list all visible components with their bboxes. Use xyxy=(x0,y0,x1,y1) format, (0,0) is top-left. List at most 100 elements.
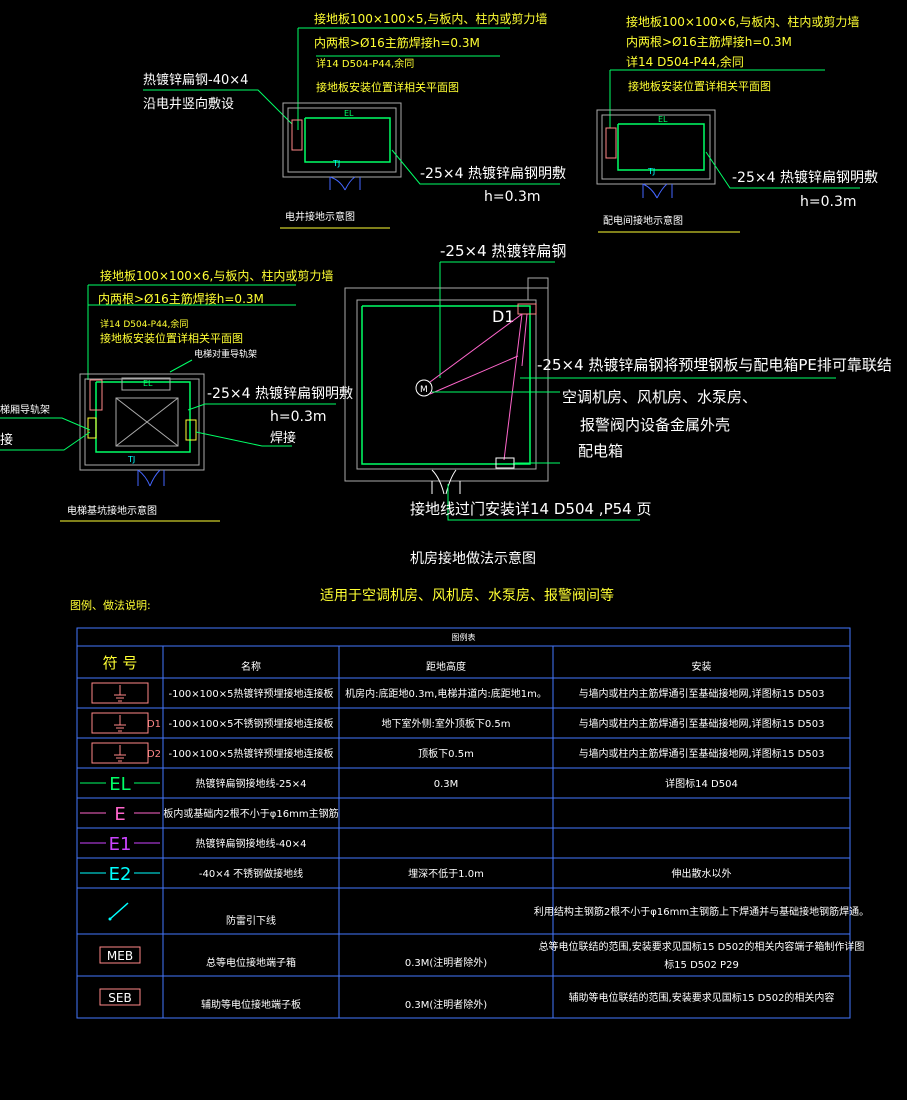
bond-line xyxy=(521,313,528,367)
row-height: 埋深不低于1.0m xyxy=(408,867,484,880)
elevator-note-1: 接地板100×100×6,与板内、柱内或剪力墙 xyxy=(100,268,333,283)
machine-wall-inner xyxy=(356,299,537,470)
power-note-3: 详14 D504-P44,余同 xyxy=(626,54,744,69)
ground-loop xyxy=(361,305,531,465)
machine-right-label-2: 空调机房、风机房、水泵房、 xyxy=(562,388,757,406)
leader-line xyxy=(391,149,560,185)
elevator-note-4: 接地板安装位置详相关平面图 xyxy=(100,331,243,345)
row-install: 标15 D502 P29 xyxy=(664,959,739,971)
shaft-right-label-1: -25×4 热镀锌扁钢明敷 xyxy=(420,165,566,182)
table-border xyxy=(76,627,851,1019)
ground-loop xyxy=(304,117,391,163)
header-2: 距地高度 xyxy=(426,660,466,673)
terminal-box-tag: SEB xyxy=(108,991,131,1005)
el-tag: EL xyxy=(143,379,153,388)
ground-plate-icon xyxy=(291,119,303,151)
row-name: 防雷引下线 xyxy=(226,914,276,927)
row-name: -100×100×5热镀锌预埋接地连接板 xyxy=(169,747,334,760)
header-symbol: 符 号 xyxy=(103,654,138,672)
el-tag: EL xyxy=(344,109,354,118)
power-note-1: 接地板100×100×6,与板内、柱内或剪力墙 xyxy=(626,14,859,29)
shaft-note-2: 内两根>Ø16主筋焊接h=0.3M xyxy=(314,35,480,50)
power-right-label-1: -25×4 热镀锌扁钢明敷 xyxy=(732,169,878,186)
power-note-2: 内两根>Ø16主筋焊接h=0.3M xyxy=(626,34,792,49)
row-height: 0.3M(注明者除外) xyxy=(405,956,487,969)
row-height: 0.3M(注明者除外) xyxy=(405,998,487,1011)
counterweight-rail xyxy=(121,377,171,391)
tj-tag: TJ xyxy=(647,167,655,176)
shaft-wall-inner xyxy=(287,107,397,173)
power-note-4: 接地板安装位置详相关平面图 xyxy=(628,79,771,93)
elevator-right-label-3: 焊接 xyxy=(270,430,296,446)
motor-icon xyxy=(415,379,433,397)
machine-subcaption: 适用于空调机房、风机房、水泵房、报警阀间等 xyxy=(320,587,614,604)
row-install: 与墙内或柱内主筋焊通引至基础接地网,详图标15 D503 xyxy=(579,747,825,760)
downconductor-dot xyxy=(108,917,112,921)
table-title: 图例表 xyxy=(452,632,476,642)
machine-right-label-1: -25×4 热镀锌扁钢将预埋钢板与配电箱PE排可靠联结 xyxy=(537,356,892,374)
power-wall-outer xyxy=(596,109,716,185)
machine-door-note: 接地线过门安装详14 D504 ,P54 页 xyxy=(410,500,651,518)
elevator-note-3: 详14 D504-P44,余同 xyxy=(100,318,188,330)
rail-bracket xyxy=(87,417,97,439)
row-height: 地下室外侧:室外顶板下0.5m xyxy=(381,717,510,730)
door-icon xyxy=(137,469,165,487)
legend-section: 图例、做法说明: 图例表符 号名称距地高度安装-100×100×5热镀锌预埋接地… xyxy=(70,598,869,1019)
elevator-left-label-2: 接 xyxy=(0,432,13,448)
power-wall-inner xyxy=(601,114,711,180)
row-name: 热镀锌扁钢接地线-25×4 xyxy=(195,777,306,790)
row-install: 与墙内或柱内主筋焊通引至基础接地网,详图标15 D503 xyxy=(579,687,825,700)
elevator-wall-inner xyxy=(84,378,200,466)
leader-line xyxy=(447,484,640,521)
leader-line xyxy=(705,151,860,189)
row-install: 辅助等电位联结的范围,安装要求见国标15 D502的相关内容 xyxy=(569,991,835,1004)
panel-box-icon xyxy=(495,457,515,469)
shaft-left-label-2: 沿电井竖向敷设 xyxy=(143,96,234,112)
terminal-box-icon xyxy=(99,988,141,1006)
row-name: 辅助等电位接地端子板 xyxy=(201,998,301,1011)
plate-tag: D1 xyxy=(147,719,161,730)
elevator-caption: 电梯基坑接地示意图 xyxy=(67,504,157,517)
shaft-wall-outer xyxy=(282,102,402,178)
power-right-label-2: h=0.3m xyxy=(800,194,857,210)
line-tag: E2 xyxy=(109,864,132,885)
ground-plate-icon xyxy=(605,127,617,159)
bond-line xyxy=(429,355,519,395)
legend-heading: 图例、做法说明: xyxy=(70,598,151,612)
machine-caption: 机房接地做法示意图 xyxy=(410,550,536,567)
row-name: 热镀锌扁钢接地线-40×4 xyxy=(195,837,306,850)
leader-line xyxy=(169,359,193,373)
motor-tag: M xyxy=(420,385,428,395)
ground-loop xyxy=(95,381,191,453)
power-room-diagram: 接地板100×100×6,与板内、柱内或剪力墙 内两根>Ø16主筋焊接h=0.3… xyxy=(596,14,878,233)
power-caption: 配电间接地示意图 xyxy=(603,214,683,227)
row-name: -100×100×5热镀锌预埋接地连接板 xyxy=(169,687,334,700)
shaft-caption: 电井接地示意图 xyxy=(285,210,355,223)
row-install: 与墙内或柱内主筋焊通引至基础接地网,详图标15 D503 xyxy=(579,717,825,730)
shaft-diagram: 接地板100×100×5,与板内、柱内或剪力墙 内两根>Ø16主筋焊接h=0.3… xyxy=(143,11,566,229)
terminal-box-icon xyxy=(99,946,141,964)
leader-line xyxy=(0,417,91,431)
elevator-left-label-1: 梯厢导轨架 xyxy=(0,403,50,416)
leader-line xyxy=(143,89,293,125)
shaft-note-3: 详14 D504-P44,余同 xyxy=(316,57,414,70)
row-install: 详图标14 D504 xyxy=(665,777,738,790)
elevator-right-label-1: -25×4 热镀锌扁钢明敷 xyxy=(207,385,353,402)
shaft-note-1: 接地板100×100×5,与板内、柱内或剪力墙 xyxy=(314,11,547,26)
car-cross xyxy=(115,397,179,447)
plate-tag: D2 xyxy=(147,749,161,760)
row-name: -100×100×5不锈钢预埋接地连接板 xyxy=(169,717,334,730)
row-height: 顶板下0.5m xyxy=(418,747,474,760)
ground-plate-icon xyxy=(91,742,149,764)
header-3: 安装 xyxy=(692,660,712,673)
ground-plate-icon xyxy=(91,712,149,734)
row-install: 利用结构主钢筋2根不小于φ16mm主钢筋上下焊通并与基础接地钢筋焊通。 xyxy=(534,905,869,918)
line-tag: E1 xyxy=(109,834,132,855)
elevator-rail-label: 电梯对重导轨架 xyxy=(194,348,257,360)
row-name: 总等电位接地端子箱 xyxy=(206,956,296,969)
legend-table: 图例表符 号名称距地高度安装-100×100×5热镀锌预埋接地连接板机房内:底距… xyxy=(76,627,869,1019)
door-icon xyxy=(329,176,361,191)
row-name: -40×4 不锈钢做接地线 xyxy=(199,867,303,880)
terminal-box-tag: MEB xyxy=(107,949,133,963)
